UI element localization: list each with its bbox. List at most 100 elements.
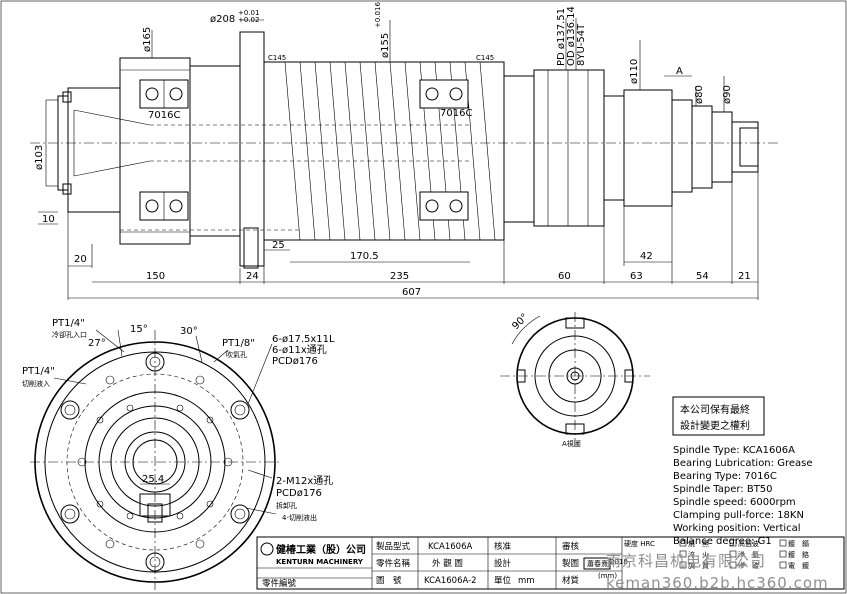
label-m12-cn: 拆卸孔 (276, 501, 297, 510)
dim-25-4: 25.4 (142, 474, 164, 485)
scale-label: (mm) (598, 572, 617, 580)
label-pt-air-cn: 吹氣孔 (226, 350, 247, 359)
bearing-rear-label: 7016C (440, 108, 472, 119)
spec-line: Clamping pull-force: 18KN (673, 510, 804, 521)
watermark-line-2: keman360.b2b.hc360.com (606, 574, 829, 592)
angle-15: 15° (130, 324, 148, 335)
name-value: 外 觀 圖 (432, 558, 463, 569)
angle-30: 30° (180, 326, 198, 337)
angle-27: 27° (88, 338, 106, 349)
drafter: 蕭春熹 (587, 559, 608, 568)
label-pt-coolant-cn: 冷卻孔入口 (52, 330, 87, 339)
label-m12: 2-M12x通孔 (276, 475, 333, 487)
dim-d155-tol: +0.016 (374, 2, 382, 28)
treatment-option: 電 鍍 (788, 561, 809, 570)
model-value: KCA1606A (428, 542, 472, 552)
spec-list: Spindle Type: KCA1606A Bearing Lubricati… (673, 445, 812, 547)
label-holes-2: 6-ø11x通孔 (272, 344, 327, 356)
dim-d110: ø110 (629, 59, 640, 84)
company-cn: 健椿工業（股）公司 (276, 543, 366, 556)
draw-label: 製圖 (562, 558, 579, 569)
bearing-front-label: 7016C (148, 110, 180, 121)
dim-od: OD ø136.14 (566, 6, 577, 66)
a-view-angle: 90° (510, 312, 530, 332)
dim-20: 20 (74, 254, 87, 265)
name-label: 零件名稱 (376, 558, 411, 569)
dim-21: 21 (738, 271, 751, 282)
spec-line: Spindle speed: 6000rpm (673, 497, 796, 508)
front-bearing (139, 79, 189, 221)
spec-line: Spindle Taper: BT50 (673, 484, 773, 495)
label-pt-coolant: PT1/4" (52, 318, 85, 329)
dim-54: 54 (696, 271, 709, 282)
a-view: 90° A視圖 (500, 312, 650, 448)
watermark-line-1: 南京科昌机电有限公司 (606, 552, 766, 570)
part-no-label: 零件編號 (262, 578, 297, 589)
dim-607: 607 (402, 287, 421, 298)
dim-d80: ø80 (694, 85, 705, 104)
drawing-no-value: KCA1606A-2 (424, 576, 477, 586)
label-pt-cut: PT1/4" (22, 366, 55, 377)
dim-24: 24 (246, 271, 259, 282)
drawing-no-label: 圖 號 (376, 575, 402, 586)
a-view-label: A視圖 (562, 439, 581, 448)
notice-box: 本公司保有最終 設計變更之權利 (672, 396, 765, 436)
dim-d155: ø155 (380, 33, 391, 58)
spec-line: Bearing Lubrication: Grease (673, 458, 812, 469)
spec-line: Bearing Type: 7016C (673, 471, 777, 482)
treatment-option: 滲 氮 (738, 550, 759, 559)
front-view: PT1/4" 冷卻孔入口 PT1/8" 吹氣孔 PT1/4" 切削液入 27° … (22, 318, 335, 590)
notice-line-2: 設計變更之權利 (680, 419, 750, 432)
draw-date: 2018 (610, 558, 628, 566)
watermark: 南京科昌机电有限公司 keman360.b2b.hc360.com (606, 552, 829, 592)
dim-63: 63 (630, 271, 643, 282)
treatment-option: 淬 火 (688, 550, 709, 559)
spec-line: Spindle Type: KCA1606A (673, 445, 795, 456)
treatment-option: 高週波 (738, 539, 759, 548)
treatment-option: 鍍 鉻 (788, 550, 809, 559)
dim-a-mark: A (676, 66, 683, 77)
dim-d90: ø90 (722, 85, 733, 104)
review-label: 審核 (562, 541, 580, 552)
dim-42: 42 (640, 251, 653, 262)
company-en: KENTURN MACHINERY (276, 558, 364, 566)
design-label: 設計 (494, 558, 512, 569)
label-pcd176: PCDø176 (272, 356, 318, 367)
label-pcd176-b: PCDø176 (276, 488, 322, 499)
treatment-option: 調 質 (688, 561, 709, 570)
label-outlet: 4-切削液出 (282, 513, 317, 522)
dim-d103: ø103 (34, 145, 45, 170)
label-holes-1: 6-ø17.5x11L (272, 334, 335, 345)
dim-150: 150 (146, 271, 165, 282)
treatment-options: 燒 黑 高週波 鍍 鎘 淬 火 滲 氮 鍍 鉻 調 質 滲 碳 電 鍍 (679, 539, 809, 570)
label-pt-cut-cn: 切削液入 (22, 379, 50, 388)
dim-belt: 8YU-54T (576, 23, 587, 66)
dim-c145-left: C145 (268, 54, 286, 62)
treatment-option: 燒 黑 (688, 539, 709, 548)
unit-value: mm (518, 576, 535, 586)
company-logo (260, 542, 274, 556)
notice-line-1: 本公司保有最終 (680, 403, 750, 416)
treatment-option: 鍍 鎘 (788, 539, 809, 548)
model-label: 製品型式 (376, 541, 411, 552)
dim-d208-tol-upper: +0.01 (238, 9, 259, 17)
hardness-label: 硬度 HRC (624, 539, 655, 548)
rear-bearing (419, 79, 469, 221)
bolt-holes (60, 352, 250, 572)
treatment-option: 滲 碳 (738, 561, 759, 570)
drafter-stamp (583, 557, 611, 570)
spec-line: Balance degree: G1 (673, 536, 772, 547)
dim-d208-tol-lower: +0.02 (238, 16, 259, 24)
unit-label: 單位 (494, 575, 512, 586)
dim-60: 60 (558, 271, 571, 282)
spec-line: Working position: Vertical (673, 523, 801, 534)
dim-c145-right: C145 (476, 54, 494, 62)
dim-d165: ø165 (142, 27, 153, 52)
dim-170-5: 170.5 (350, 251, 379, 262)
dim-10: 10 (42, 214, 55, 225)
title-block: 健椿工業（股）公司 KENTURN MACHINERY 零件編號 製品型式 KC… (256, 536, 845, 590)
check-label: 核准 (494, 541, 512, 552)
dim-pd: PD ø137.51 (556, 8, 567, 66)
